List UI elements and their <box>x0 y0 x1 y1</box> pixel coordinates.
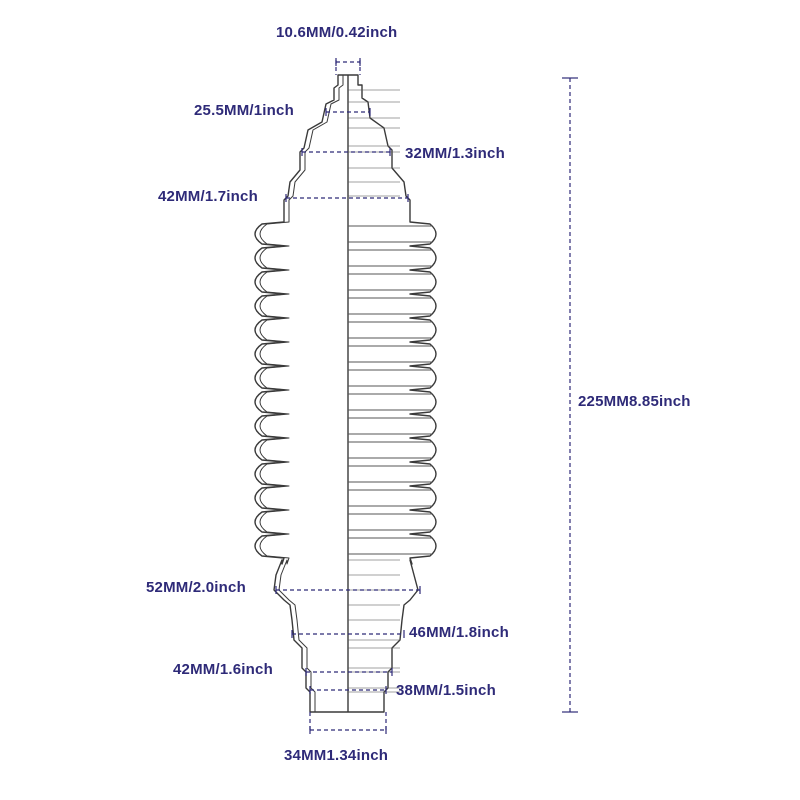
base-ring-label: 38MM/1.5inch <box>396 682 496 699</box>
overall-length-label: 225MM8.85inch <box>578 393 691 410</box>
bottom-opening-label: 34MM1.34inch <box>284 747 389 764</box>
dimension-lines <box>275 58 578 734</box>
top-opening-label: 10.6MM/0.42inch <box>276 24 398 41</box>
boot-left-outer-wall <box>254 74 348 713</box>
upper-collar-label: 32MM/1.3inch <box>405 145 505 162</box>
boot-left-inner-wall <box>259 74 348 713</box>
shoulder-label: 42MM/1.7inch <box>158 188 258 205</box>
boot-rib-lines <box>348 89 432 693</box>
lower-collar-label: 46MM/1.8inch <box>409 624 509 641</box>
lower-neck-label: 42MM/1.6inch <box>173 661 273 678</box>
lower-shoulder-label: 52MM/2.0inch <box>146 579 246 596</box>
neck-label: 25.5MM/1inch <box>194 102 294 119</box>
